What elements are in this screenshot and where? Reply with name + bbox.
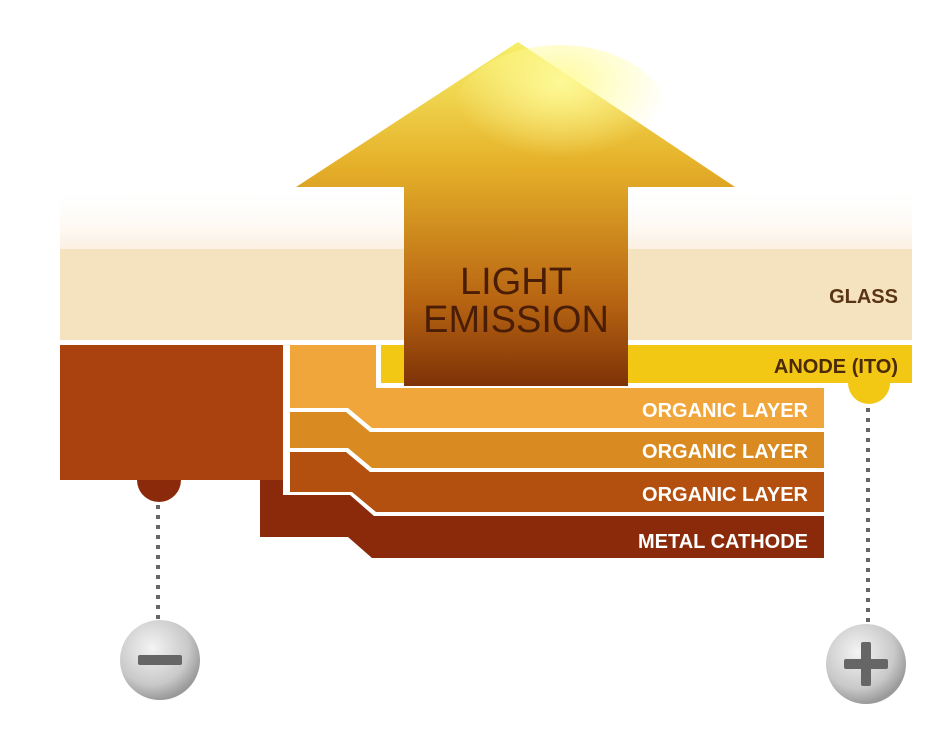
organic-layer-1 xyxy=(290,345,824,428)
positive-terminal xyxy=(826,624,906,704)
arrow-label-line1: LIGHT xyxy=(460,261,572,303)
negative-contact-bump xyxy=(137,480,181,502)
negative-terminal xyxy=(120,620,200,700)
organic-layer-2 xyxy=(290,412,824,468)
glass-haze-right xyxy=(625,185,912,250)
metal-cathode-layer xyxy=(260,480,824,558)
glass-haze-left xyxy=(60,185,405,250)
organic-layer-3 xyxy=(290,452,824,512)
arrow-glow xyxy=(450,45,670,195)
metal-cathode-label: METAL CATHODE xyxy=(638,531,808,553)
positive-contact-bump xyxy=(848,383,890,404)
organic-layer-1-label: ORGANIC LAYER xyxy=(642,400,809,422)
arrow-label-line2: EMISSION xyxy=(423,299,609,341)
organic-layer-3-label: ORGANIC LAYER xyxy=(642,484,809,506)
left-contact-block xyxy=(60,345,283,480)
glass-label: GLASS xyxy=(829,286,898,308)
organic-layer-2-label: ORGANIC LAYER xyxy=(642,441,809,463)
anode-label: ANODE (ITO) xyxy=(774,356,898,378)
